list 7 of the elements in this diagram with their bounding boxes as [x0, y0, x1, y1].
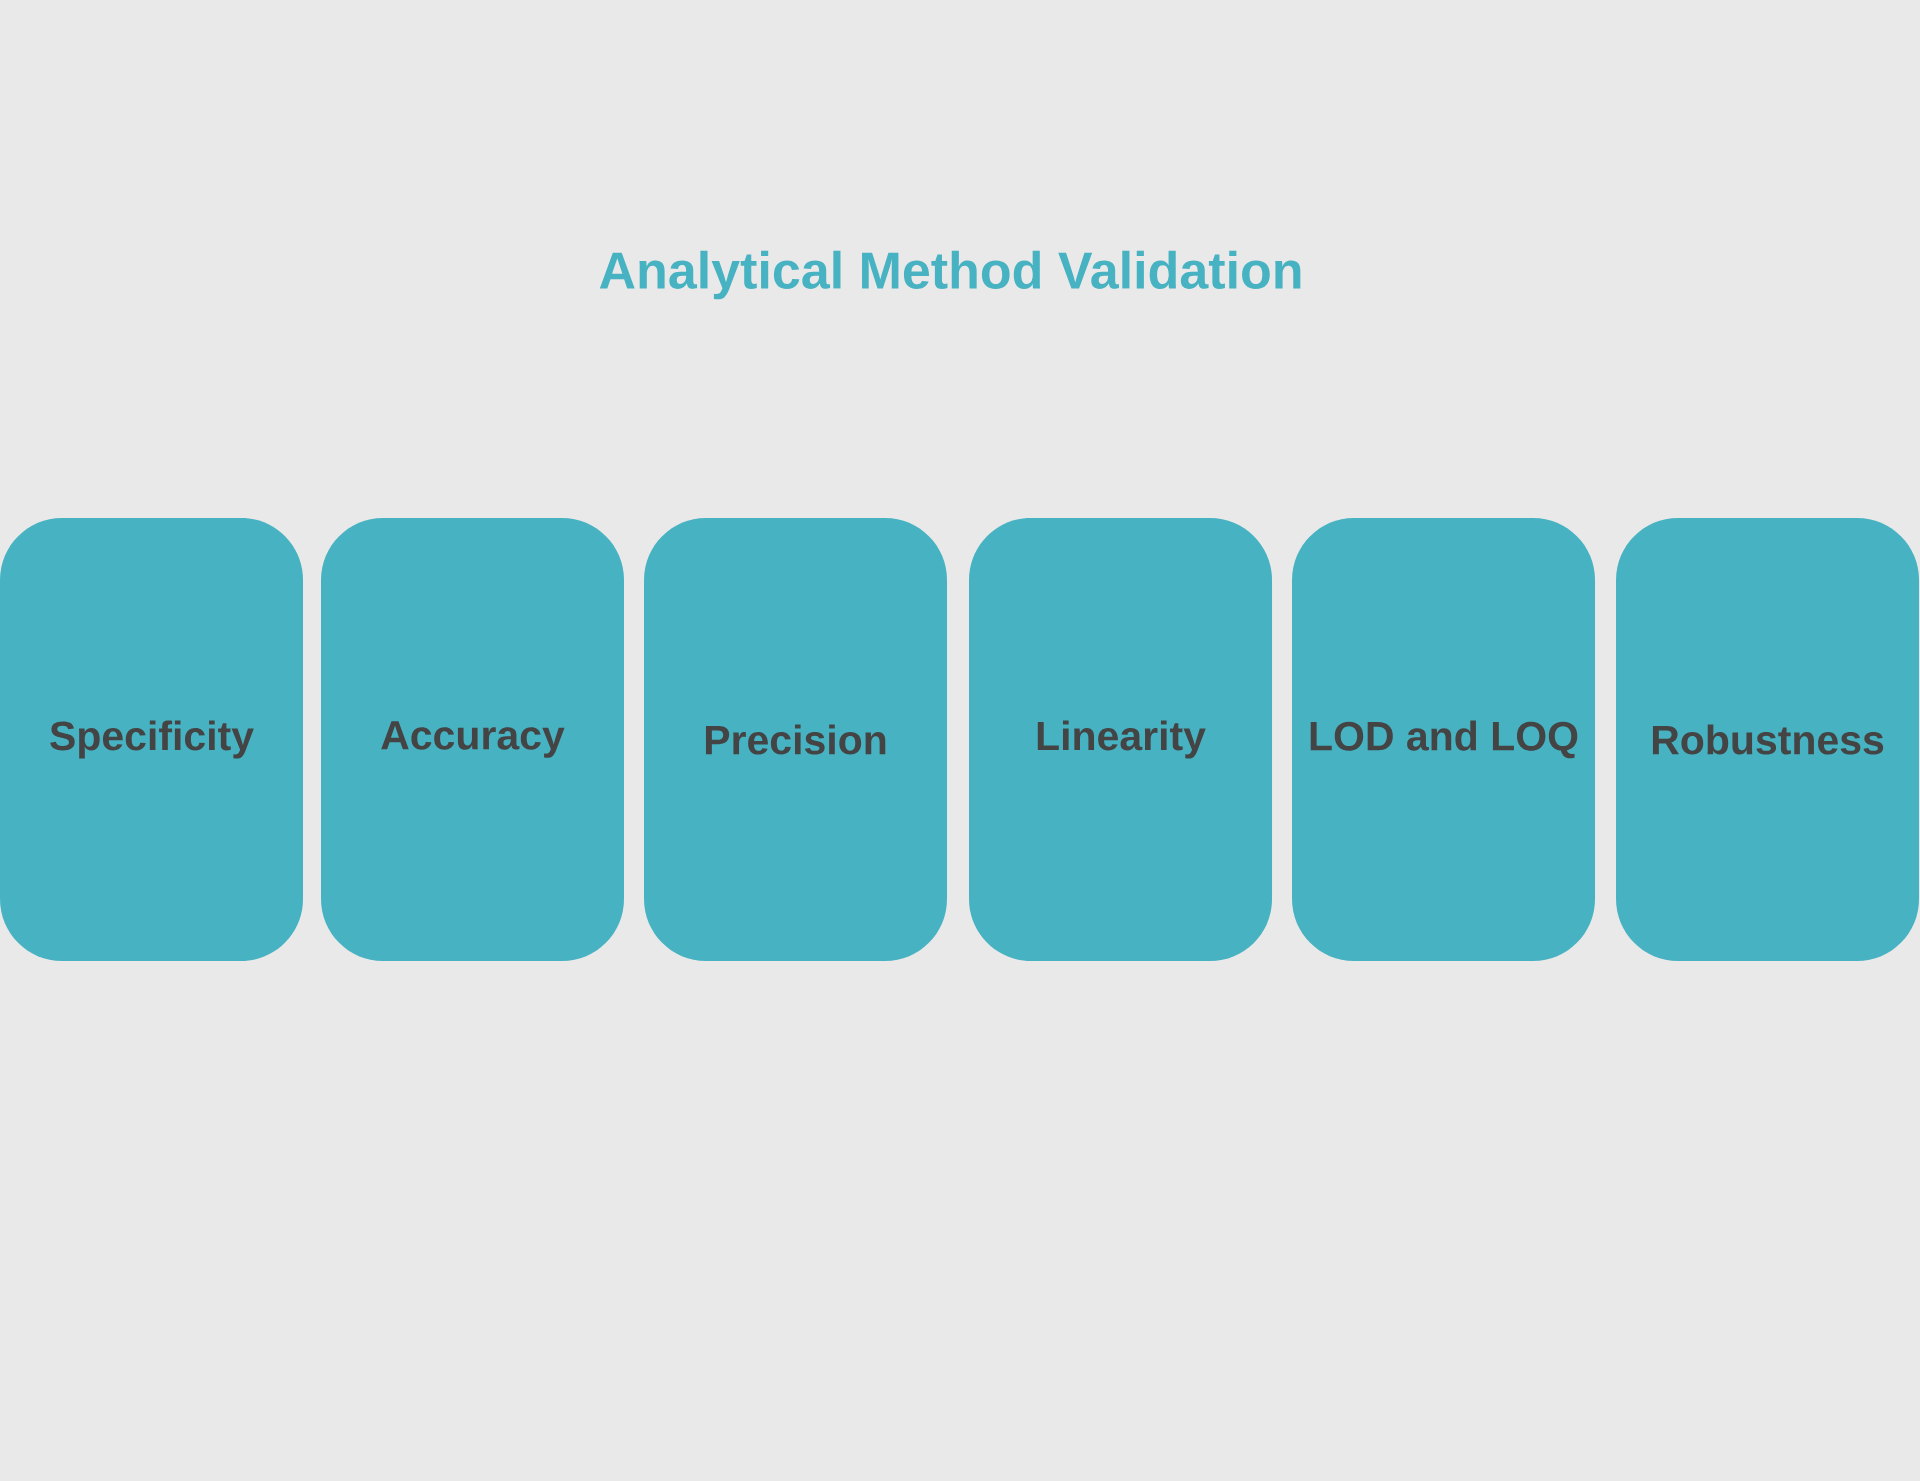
card: Robustness [1616, 518, 1919, 961]
title: Analytical Method Validation [599, 250, 1301, 300]
card: Precision [644, 518, 947, 961]
card: LOD and LOQ [1292, 518, 1595, 961]
card: Linearity [969, 518, 1272, 961]
card: Specificity [0, 518, 303, 961]
card: Accuracy [321, 518, 624, 961]
